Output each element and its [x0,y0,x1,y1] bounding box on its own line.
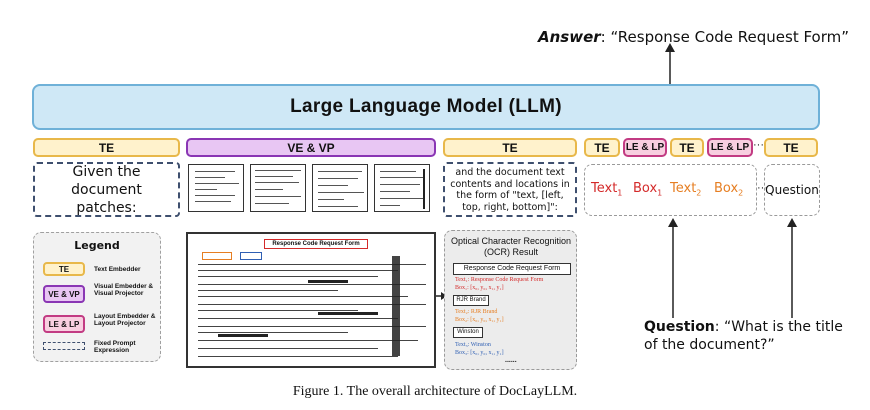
ocr-item-2-box: RJR Brand [453,295,489,306]
ocr-result: Optical Character Recognition (OCR) Resu… [444,230,577,370]
legend-te-label: Text Embedder [94,266,141,273]
ocr-item-3-box: Winston [453,327,483,338]
legend-lelp-label: Layout Embedder & Layout Projector [94,313,156,327]
box-2-sub: 2 [738,188,744,198]
legend-lelp-swatch: LE & LP [43,315,85,333]
legend-vevp-swatch: VE & VP [43,285,85,303]
prompt-given-text: Given the document patches: [71,163,142,216]
te-token-3: TE [584,138,620,157]
question-label: Question [644,319,715,335]
ocr-item-3-coords: Box₃: [x₀, y₀, x₁, y₁] [455,350,504,356]
patch-row [186,162,436,218]
ocr-item-1-text: Text₁: Response Code Request Form [455,277,544,283]
text-1-sub: 1 [617,188,623,198]
token-ellipsis: ··· [753,139,764,151]
answer-value: : “Response Code Request Form” [600,28,850,46]
llm-label: Large Language Model (LLM) [290,96,562,117]
document-image: Response Code Request Form [186,232,436,368]
figure-caption: Figure 1. The overall architecture of Do… [292,384,578,399]
legend-vevp-label: Visual Embedder & Visual Projector [94,283,154,297]
legend-title: Legend [74,239,120,252]
sequence-ellipsis: ··· [757,182,768,194]
question-text: Question: “What is the title of the docu… [644,318,844,354]
text-1-label: Text [591,181,618,196]
question-to-question-token-arrow [787,218,797,318]
legend-prompt-label: Fixed Prompt Expression [94,340,136,354]
prompt-document-text: and the document text contents and locat… [443,162,577,217]
text-1: Text1 [591,181,622,198]
te-token-1: TE [33,138,180,157]
ocr-title: Optical Character Recognition (OCR) Resu… [450,236,572,257]
te-token-2: TE [443,138,577,157]
question-value: : “What is the title of the document?” [644,319,843,353]
prompt-doc-text: and the document text contents and locat… [450,167,570,213]
legend-prompt-swatch [43,342,85,350]
prompt-given-patches: Given the document patches: [33,162,180,217]
ocr-item-3-text: Text₃: Winston [455,342,491,348]
text-2: Text2 [670,181,701,198]
box-2-label: Box [714,181,739,196]
ocr-item-1-coords: Box₁: [x₀, y₀, x₁, y₁] [455,285,504,291]
document-patch-1 [188,164,244,212]
box-1-sub: 1 [657,188,663,198]
legend-te-swatch: TE [43,262,85,276]
te-token-4: TE [670,138,704,157]
document-rjr-region [202,252,232,260]
box-1-label: Box [633,181,658,196]
question-token-box: Question [764,164,820,216]
lelp-token-2: LE & LP [707,138,753,157]
legend: Legend TE Text Embedder VE & VP Visual E… [33,232,161,362]
vevp-token: VE & VP [186,138,436,157]
lelp-token-1: LE & LP [623,138,667,157]
ocr-item-1-box: Response Code Request Form [453,263,571,275]
box-2: Box2 [714,181,743,198]
answer-text: Answer: “Response Code Request Form” [538,28,849,46]
text-box-sequence: Text1 Box1 Text2 Box2 [584,164,757,216]
te-token-5: TE [764,138,818,157]
document-title: Response Code Request Form [264,239,368,249]
document-patch-2 [250,164,306,212]
ocr-more: ...... [505,357,517,364]
llm-bar: Large Language Model (LLM) [32,84,820,130]
answer-label: Answer [538,28,601,46]
ocr-item-2-coords: Box₂: [x₀, y₀, x₁, y₁] [455,317,504,323]
document-patch-3 [312,164,368,212]
question-to-sequence-arrow [668,218,678,318]
text-2-label: Text [670,181,697,196]
document-patch-4 [374,164,430,212]
answer-arrow [665,43,675,84]
text-2-sub: 2 [696,188,702,198]
document-winston-region [240,252,262,260]
ocr-item-2-text: Text₂: RJR Brand [455,309,498,315]
question-token-label: Question [765,183,819,197]
box-1: Box1 [633,181,662,198]
